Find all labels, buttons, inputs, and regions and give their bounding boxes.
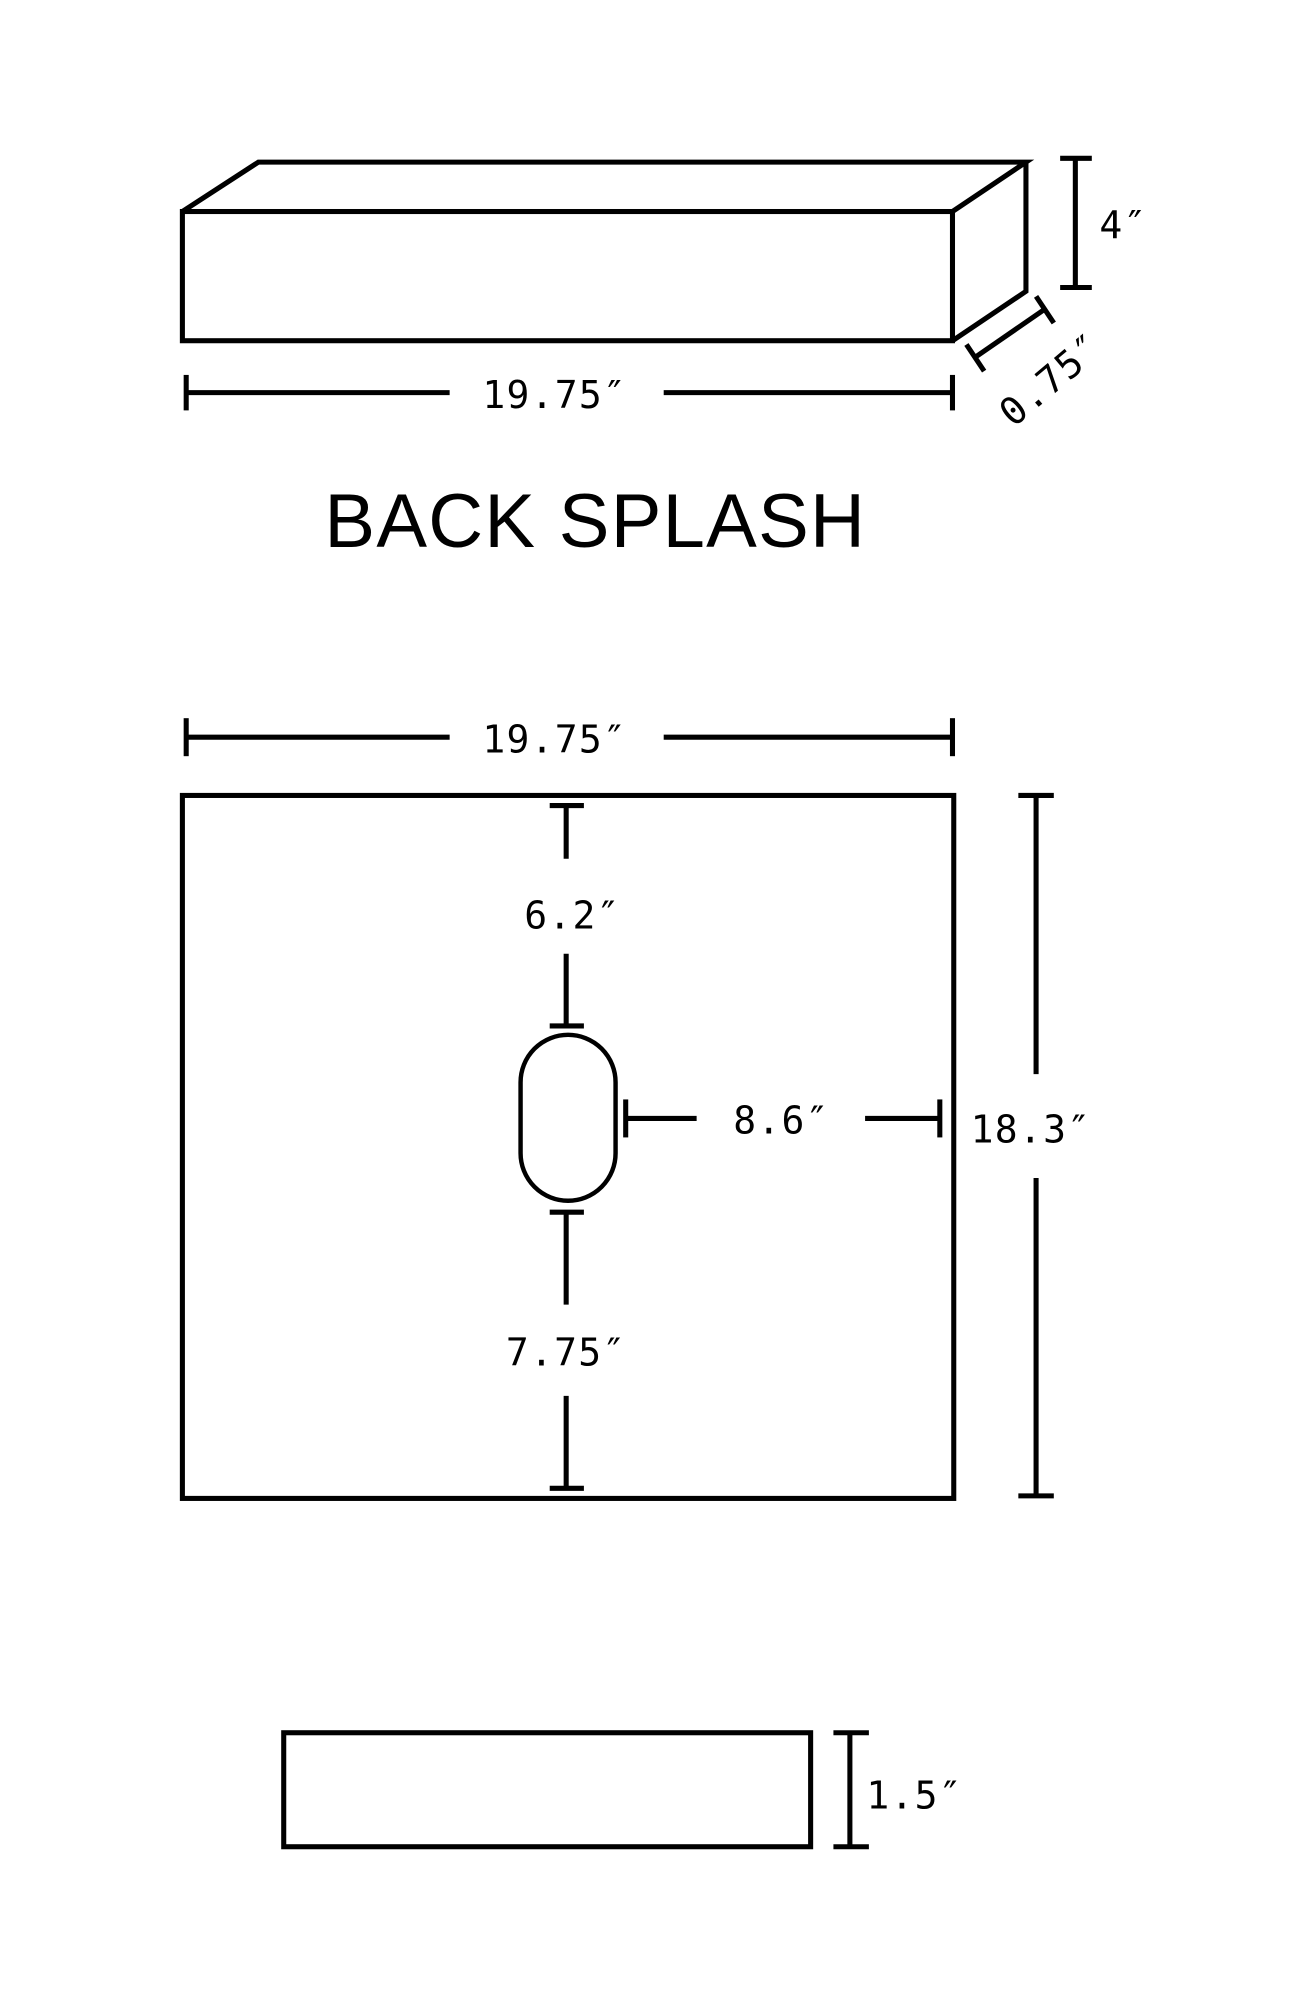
back-splash-front-face	[179, 208, 956, 344]
hole-right-offset-dimension: 8.6″	[623, 1099, 943, 1143]
back-splash-height-label: 4″	[1099, 203, 1147, 247]
back-splash-depth-label: 0.75″	[991, 324, 1112, 435]
hole-bottom-offset-label: 7.75″	[506, 1330, 627, 1374]
edge-thickness-label: 1.5″	[866, 1774, 963, 1818]
edge-view-outline	[281, 1730, 814, 1850]
vanity-top-outline	[179, 792, 957, 1501]
hole-top-offset-dimension: 6.2″	[524, 803, 621, 1029]
back-splash-width-label: 19.75″	[482, 373, 627, 417]
hole-right-offset-label: 8.6″	[733, 1099, 830, 1143]
top-view-height-dimension: 18.3″	[971, 792, 1092, 1499]
back-splash-height-dimension: 4″	[1060, 155, 1147, 291]
faucet-hole	[518, 1032, 618, 1203]
back-splash-drawing	[179, 159, 1035, 344]
back-splash-width-dimension: 19.75″	[183, 373, 956, 417]
back-splash-side-face	[951, 162, 1029, 343]
hole-top-offset-label: 6.2″	[524, 893, 621, 937]
edge-thickness-dimension: 1.5″	[833, 1730, 963, 1850]
hole-bottom-offset-dimension: 7.75″	[506, 1209, 627, 1491]
top-view-width-label: 19.75″	[482, 717, 627, 761]
top-view-width-dimension: 19.75″	[183, 717, 956, 761]
back-splash-top-face	[181, 159, 1035, 214]
back-splash-title: BACK SPLASH	[324, 479, 866, 564]
top-view-height-label: 18.3″	[971, 1107, 1092, 1151]
